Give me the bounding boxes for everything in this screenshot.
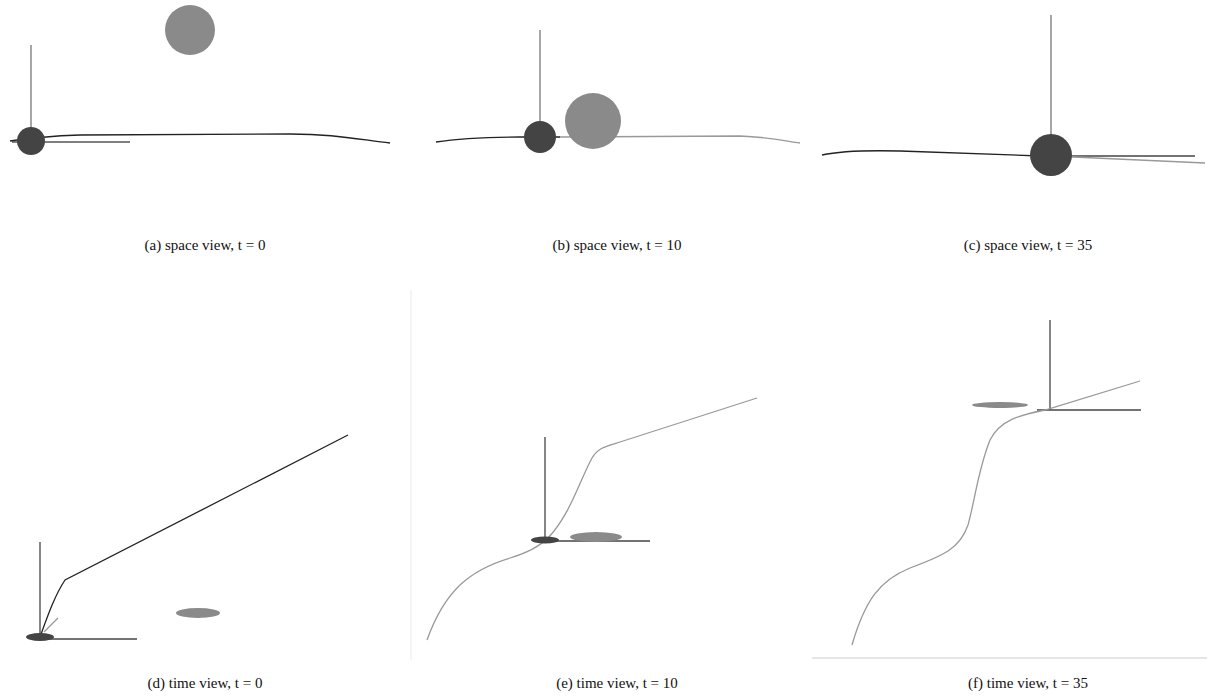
panel-caption: (c) space view, t = 35 — [964, 237, 1092, 254]
space-view-a — [10, 5, 390, 155]
space-view-b — [436, 30, 800, 153]
time-view-f — [812, 320, 1207, 658]
panel-caption: (b) space view, t = 10 — [552, 237, 681, 254]
panel-caption: (f) time view, t = 35 — [968, 675, 1088, 692]
space-view-c — [822, 15, 1205, 176]
time-view-e — [411, 290, 757, 660]
panel-caption: (e) time view, t = 10 — [556, 675, 678, 692]
panel-caption: (d) time view, t = 0 — [148, 675, 263, 692]
panel-caption: (a) space view, t = 0 — [145, 237, 266, 254]
time-view-d — [26, 435, 348, 641]
